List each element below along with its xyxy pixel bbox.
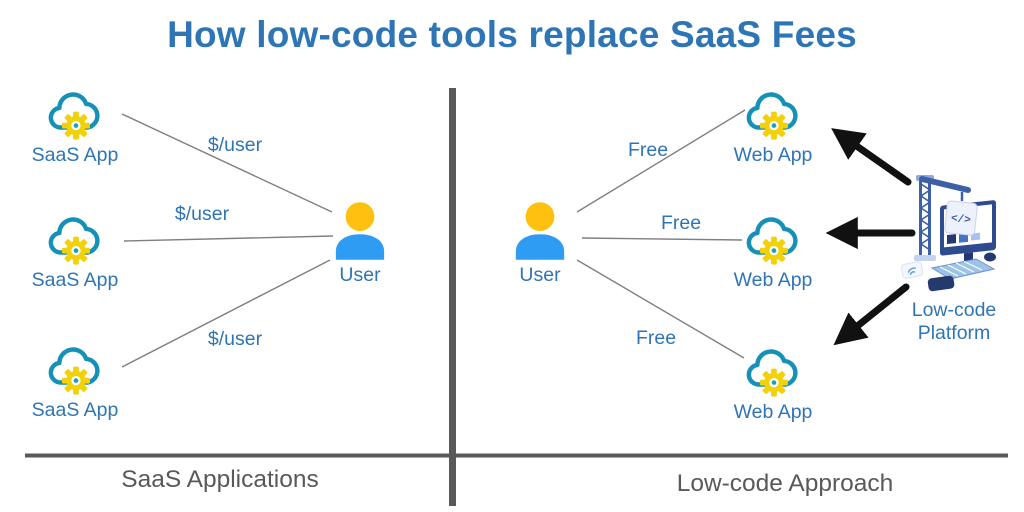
saas-app-label: SaaS App [31, 269, 119, 291]
cloud-gear-icon [746, 92, 798, 140]
user-label: User [519, 264, 561, 286]
user-icon [515, 202, 565, 260]
low-code-platform-icon: </> [900, 175, 996, 292]
right-connector-middle [581, 237, 743, 241]
platform-label-line2: Platform [917, 322, 991, 344]
saas-app-label: SaaS App [31, 144, 119, 166]
cloud-gear-icon [48, 92, 100, 140]
left-connector-bottom [121, 259, 331, 368]
code-glyph: </> [950, 213, 971, 227]
cloud-gear-icon [746, 349, 798, 397]
platform-label: Low-code Platform [898, 299, 1010, 345]
platform-arrow-bottom [833, 283, 910, 346]
right-connector-lines [576, 109, 746, 359]
fee-label: $/user [207, 134, 263, 156]
platform-arrows [825, 128, 916, 346]
user-icon [335, 202, 385, 260]
platform-arrow-top [831, 128, 912, 186]
web-app-node: Web App [728, 343, 818, 424]
platform-label-line1: Low-code [911, 299, 997, 321]
right-connector-bottom [576, 259, 745, 359]
cloud-gear-icon [48, 347, 100, 395]
web-app-label: Web App [733, 269, 813, 291]
cloud-gear-icon [746, 217, 798, 265]
low-code-platform-node: </> Low-code Platform [898, 170, 1010, 345]
page-title: How low-code tools replace SaaS Fees [167, 14, 857, 55]
saas-app-node: SaaS App [30, 341, 120, 422]
saas-app-label: SaaS App [31, 399, 119, 421]
web-app-node: Web App [728, 86, 818, 167]
free-label: Free [635, 327, 677, 349]
fee-label: $/user [174, 203, 230, 225]
left-connector-lines [121, 113, 334, 368]
user-node: User [315, 200, 405, 287]
saas-app-node: SaaS App [30, 211, 120, 292]
section-label-lowcode: Low-code Approach [676, 470, 894, 497]
web-app-node: Web App [728, 211, 818, 292]
free-label: Free [627, 139, 669, 161]
user-label: User [339, 264, 381, 286]
user-node: User [495, 200, 585, 287]
fee-label: $/user [207, 328, 263, 350]
web-app-label: Web App [733, 401, 813, 423]
saas-app-node: SaaS App [30, 86, 120, 167]
left-connector-top [121, 113, 333, 213]
section-label-saas: SaaS Applications [121, 466, 319, 493]
left-connector-middle [123, 235, 334, 242]
web-app-label: Web App [733, 144, 813, 166]
free-label: Free [660, 212, 702, 234]
right-connector-top [576, 109, 746, 213]
cloud-gear-icon [48, 217, 100, 265]
